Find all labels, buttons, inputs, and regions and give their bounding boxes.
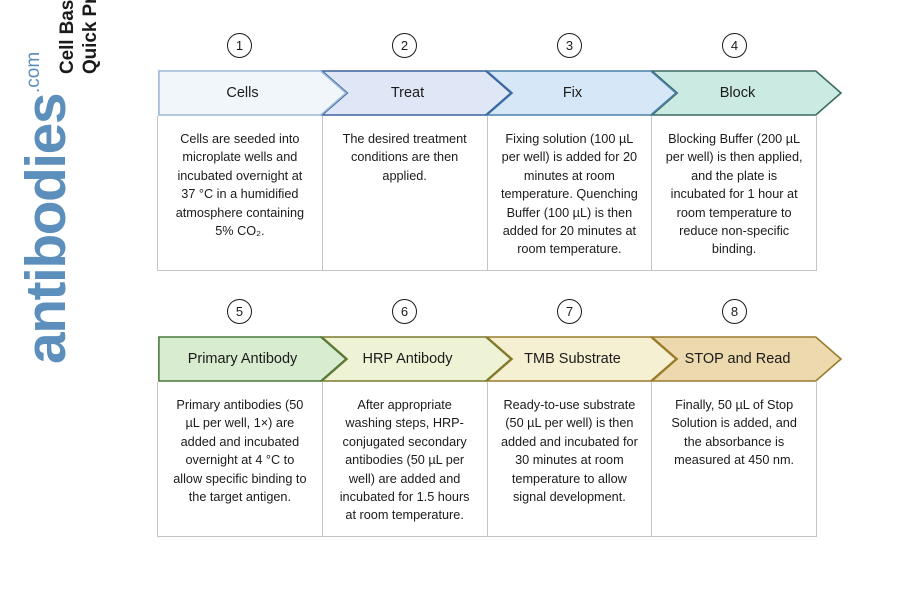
step-badge-slot: 7 xyxy=(487,296,652,326)
step-label: Treat xyxy=(390,85,425,101)
step-label: Fix xyxy=(562,85,583,101)
step-label: Cells xyxy=(226,85,259,101)
protocol-row-1: 1 2 3 4 Cells Treat Fix Block Cells are seeded… xyxy=(157,32,817,271)
step-number-badge: 1 xyxy=(227,32,252,58)
step-description-cell: Cells are seeded into microplate wells a… xyxy=(158,116,323,270)
page-title-line-1: Cell Based ELISA Kits xyxy=(57,0,78,74)
step-description-cell: Blocking Buffer (200 µL per well) is the… xyxy=(652,116,816,270)
step-chevron[interactable]: TMB Substrate xyxy=(487,336,652,382)
step-chevron-shape xyxy=(157,70,346,116)
brand-watermark: antibodies.com xyxy=(14,52,90,364)
step-number-badge: 7 xyxy=(557,298,582,324)
step-label: Primary Antibody xyxy=(187,351,298,367)
step-badge-slot: 1 xyxy=(157,30,322,60)
step-number-badge: 2 xyxy=(392,32,417,58)
step-number-badges-row-2: 5 6 7 8 xyxy=(157,296,817,326)
step-description-table-row-2: Primary antibodies (50 µL per well, 1×) … xyxy=(157,382,817,537)
step-description-cell: Primary antibodies (50 µL per well, 1×) … xyxy=(158,382,323,536)
step-description-text: The desired treatment conditions are the… xyxy=(342,132,467,183)
step-label: Block xyxy=(719,85,756,101)
step-number-badge: 4 xyxy=(722,32,747,58)
step-number-badge: 8 xyxy=(722,298,747,324)
step-chevron-shape xyxy=(157,336,346,382)
step-chevron[interactable]: HRP Antibody xyxy=(322,336,487,382)
step-description-text: Ready-to-use substrate (50 µL per well) … xyxy=(500,398,638,505)
step-label: STOP and Read xyxy=(684,351,791,367)
step-number-badge: 6 xyxy=(392,298,417,324)
step-description-text: Primary antibodies (50 µL per well, 1×) … xyxy=(173,398,307,505)
step-number-badges-row-1: 1 2 3 4 xyxy=(157,30,817,60)
brand-name: antibodies xyxy=(14,93,78,364)
step-description-cell: Ready-to-use substrate (50 µL per well) … xyxy=(488,382,653,536)
step-badge-slot: 5 xyxy=(157,296,322,326)
step-label: TMB Substrate xyxy=(524,351,621,367)
step-label: HRP Antibody xyxy=(362,351,453,367)
step-badge-slot: 3 xyxy=(487,30,652,60)
step-description-text: Cells are seeded into microplate wells a… xyxy=(175,132,305,239)
step-description-text: Fixing solution (100 µL per well) is add… xyxy=(500,132,638,257)
step-description-cell: Fixing solution (100 µL per well) is add… xyxy=(488,116,653,270)
step-description-cell: The desired treatment conditions are the… xyxy=(323,116,488,270)
step-badge-slot: 2 xyxy=(322,30,487,60)
step-chevron[interactable]: Primary Antibody xyxy=(157,336,322,382)
protocol-row-2: 5 6 7 8 Primary Antibody HRP Antibody TMB Sub… xyxy=(157,298,817,537)
step-description-cell: Finally, 50 µL of Stop Solution is added… xyxy=(652,382,816,536)
step-chevrons-row-2: Primary Antibody HRP Antibody TMB Substrat… xyxy=(157,336,817,382)
page-title-line-2: Quick Protocol xyxy=(80,0,101,74)
step-number-badge: 5 xyxy=(227,298,252,324)
step-description-table-row-1: Cells are seeded into microplate wells a… xyxy=(157,116,817,271)
step-description-text: After appropriate washing steps, HRP-con… xyxy=(339,398,470,523)
step-badge-slot: 8 xyxy=(652,296,817,326)
step-description-text: Blocking Buffer (200 µL per well) is the… xyxy=(665,132,803,257)
step-description-text: Finally, 50 µL of Stop Solution is added… xyxy=(671,398,797,468)
step-chevron[interactable]: Fix xyxy=(487,70,652,116)
step-badge-slot: 4 xyxy=(652,30,817,60)
step-chevrons-row-1: Cells Treat Fix Block xyxy=(157,70,817,116)
page-title: Cell Based ELISA Kits Quick Protocol xyxy=(56,0,102,74)
step-chevron[interactable]: Cells xyxy=(157,70,322,116)
step-number-badge: 3 xyxy=(557,32,582,58)
step-description-cell: After appropriate washing steps, HRP-con… xyxy=(323,382,488,536)
step-badge-slot: 6 xyxy=(322,296,487,326)
brand-tld: .com xyxy=(23,51,44,93)
